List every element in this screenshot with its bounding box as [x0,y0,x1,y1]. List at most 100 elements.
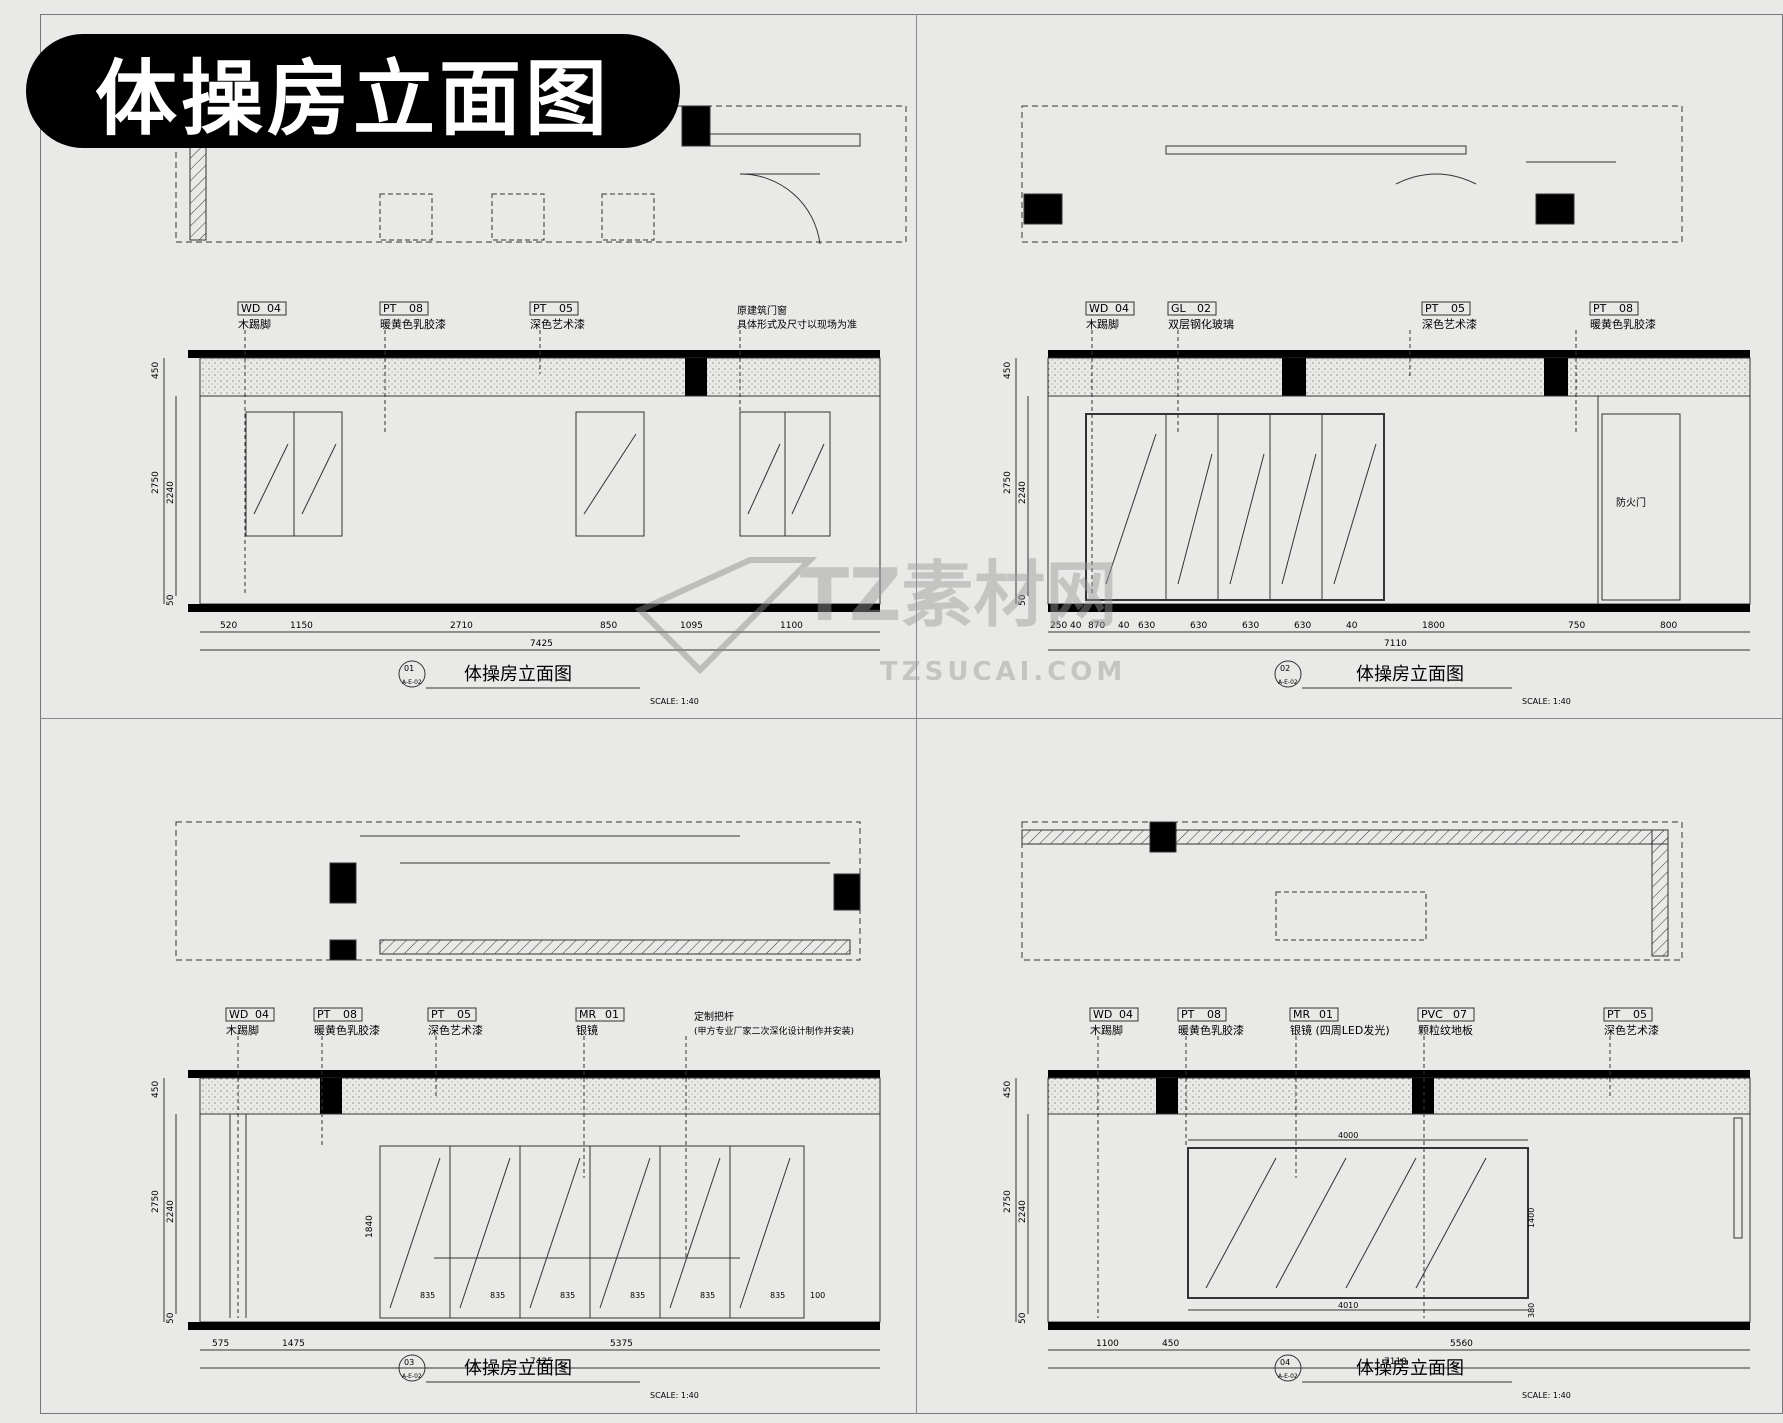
height-dim: 50 [1018,594,1028,606]
elevation-panel-03: 1840 835 835 835 835 835 835 100 450 275… [151,821,881,1400]
tag-label: 暖黄色乳胶漆 [314,1023,380,1037]
height-dim: 2750 [151,1190,161,1213]
tag-code: PT [1425,302,1439,315]
tag-code: PT [317,1008,331,1021]
tag-code: PVC [1421,1008,1443,1021]
watermark-brand: TZ素材网 [800,553,1117,637]
segment-dim: 5375 [610,1339,633,1349]
view-number: 01 [404,664,414,673]
height-dim: 50 [166,594,176,606]
tag-num: 05 [559,302,573,315]
segment-dim: 750 [1568,621,1585,631]
tag-label: 暖黄色乳胶漆 [1590,317,1656,331]
view-title: 体操房立面图 [464,664,572,685]
panel-dim: 835 [770,1291,785,1300]
tag-code: WD [1089,302,1108,315]
width-dims: 1100 450 5560 7110 [1096,1339,1473,1367]
segment-dim: 630 [1294,621,1311,631]
tag-label: 原建筑门窗 [737,304,787,317]
sheet-divider-horizontal [40,718,1783,719]
total-dim: 7110 [1384,1357,1407,1367]
view-number: 03 [404,1358,414,1367]
tag-code: WD [229,1008,248,1021]
height-dim: 2750 [151,471,161,494]
tag-num: 01 [605,1008,619,1021]
height-dim: 2240 [1018,1200,1028,1223]
page-title-badge: 体操房立面图 [26,34,680,148]
view-title: 体操房立面图 [1356,1358,1464,1379]
segment-dim: 1100 [1096,1339,1119,1349]
plan-view [175,821,861,961]
height-dim: 50 [166,1312,176,1324]
mirror-height-dim: 1840 [365,1215,375,1238]
tag-label: 银镜 [576,1023,598,1037]
segment-dim: 630 [1190,621,1207,631]
height-dim: 450 [151,1081,161,1098]
height-dim: 2750 [1003,1190,1013,1213]
elevation-view: 1840 835 835 835 835 835 835 100 450 275… [151,1070,881,1330]
total-dim: 7110 [1384,639,1407,649]
width-dims: 575 1475 5375 7425 [212,1339,633,1367]
tag-label: 深色艺术漆 [530,317,585,331]
height-dim: 450 [1003,362,1013,379]
plan-view [1021,821,1683,961]
view-scale: SCALE: 1:40 [650,1391,699,1400]
segment-dim: 5560 [1450,1339,1473,1349]
tag-num: 08 [1207,1008,1221,1021]
tag-label: 双层钢化玻璃 [1168,317,1234,331]
segment-dim: 1150 [290,621,313,631]
segment-dim: 40 [1070,621,1082,631]
tag-num: 01 [1319,1008,1333,1021]
tag-num: 04 [255,1008,269,1021]
tag-code: MR [1293,1008,1310,1021]
elevation-view: 4000 4010 1400 380 450 2750 2240 50 [1003,1070,1751,1330]
tag-label: 颗粒纹地板 [1418,1023,1473,1037]
tag-code: PT [431,1008,445,1021]
panel-dim: 835 [490,1291,505,1300]
height-dim: 450 [1003,1081,1013,1098]
segment-dim: 1095 [680,621,703,631]
view-number-circle [1274,1354,1302,1382]
panel-dim: 100 [810,1291,825,1300]
height-dim: 50 [1018,1312,1028,1324]
mirror-panel-dims: 835 835 835 835 835 835 100 [420,1291,825,1300]
elevation-view: 450 2750 2240 50 [151,350,881,612]
tag-label: 银镜 (四周LED发光) [1290,1023,1390,1037]
width-dims: 250 40 870 40 630 630 630 630 40 1800 75… [1050,621,1677,649]
tag-label: 木踢脚 [238,317,271,331]
tag-num: 08 [409,302,423,315]
tag-code: PT [1593,302,1607,315]
plan-view [1021,105,1683,243]
tag-label: 深色艺术漆 [1422,317,1477,331]
tag-label: 木踢脚 [1090,1023,1123,1037]
segment-dim: 1800 [1422,621,1445,631]
tag-label: 深色艺术漆 [428,1023,483,1037]
height-dim: 2750 [1003,471,1013,494]
height-dim: 2240 [166,1200,176,1223]
total-dim: 7425 [530,1357,553,1367]
view-number-circle [398,660,426,688]
panel-dim: 835 [420,1291,435,1300]
plan-view [175,105,907,245]
segment-dim: 1100 [780,621,803,631]
view-number: 02 [1280,664,1290,673]
segment-dim: 850 [600,621,617,631]
segment-dim: 40 [1118,621,1130,631]
mirror-width-dim: 4010 [1338,1301,1358,1310]
sheet-ref: A-E-02 [1278,679,1298,686]
segment-dim: 450 [1162,1339,1179,1349]
tag-num: 04 [1115,302,1129,315]
view-number-circle [398,1354,426,1382]
view-scale: SCALE: 1:40 [650,697,699,706]
tag-code: PT [1607,1008,1621,1021]
watermark-logo-icon [634,557,818,675]
tag-label: 具体形式及尺寸以现场为准 [737,318,857,331]
tag-num: 08 [343,1008,357,1021]
view-scale: SCALE: 1:40 [1522,697,1571,706]
segment-dim: 630 [1242,621,1259,631]
